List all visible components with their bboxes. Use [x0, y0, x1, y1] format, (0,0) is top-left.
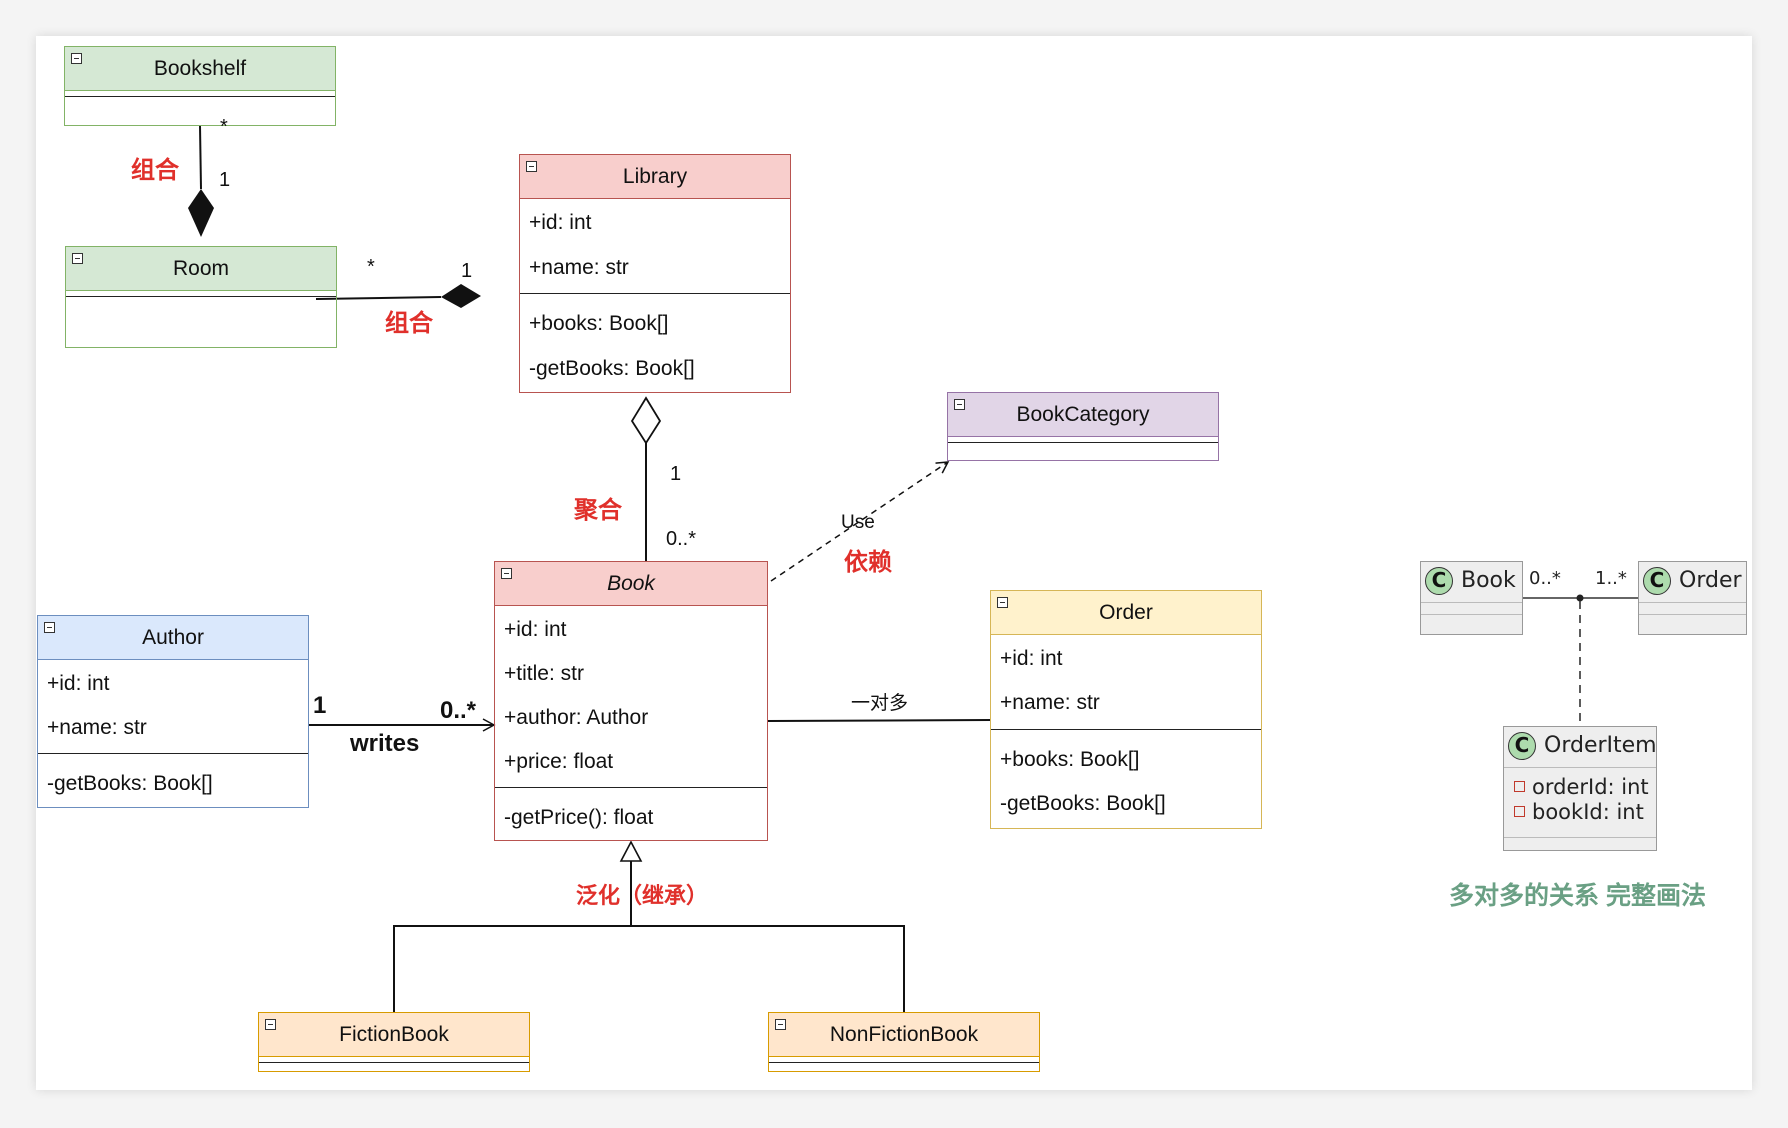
attribute: +id: int: [47, 672, 110, 695]
generalization-label: 泛化（继承）: [576, 883, 709, 908]
library-book-diamond: [630, 396, 662, 445]
class-divider: [66, 296, 336, 297]
private-field-icon: [1514, 805, 1525, 817]
class-name: Order: [1679, 568, 1742, 593]
generalization-arrowhead: [619, 840, 643, 862]
m2m-order-class[interactable]: C Order: [1638, 561, 1747, 635]
class-name: Bookshelf: [153, 56, 247, 80]
multiplicity-label: 1: [219, 169, 231, 191]
generalization-lines: [393, 861, 632, 1013]
m2m-book-class[interactable]: C Book: [1420, 561, 1523, 635]
multiplicity-label: 0..*: [666, 528, 697, 550]
class-name: FictionBook: [339, 1022, 449, 1046]
aggregation-label: 聚合: [574, 497, 622, 524]
class-name: Library: [622, 164, 688, 188]
book-class[interactable]: Book +id: int +title: str +author: Autho…: [494, 561, 768, 841]
multiplicity-label: 1: [670, 463, 682, 485]
class-name: BookCategory: [1016, 402, 1150, 426]
private-field-icon: [1514, 780, 1525, 792]
diagram-canvas: Bookshelf Room Library +id: int +name: s…: [36, 36, 1752, 1090]
class-divider: [1504, 837, 1656, 838]
collapse-toggle-icon[interactable]: [71, 53, 82, 64]
class-divider: [1639, 614, 1746, 615]
library-class[interactable]: Library +id: int +name: str +books: Book…: [519, 154, 791, 393]
dependency-stereotype: Use: [841, 512, 875, 533]
class-divider: [495, 787, 767, 788]
collapse-toggle-icon[interactable]: [72, 253, 83, 264]
collapse-toggle-icon[interactable]: [526, 161, 537, 172]
generalization-lines-right: [631, 925, 905, 1013]
attribute: bookId: int: [1514, 800, 1644, 824]
collapse-toggle-icon[interactable]: [954, 399, 965, 410]
attribute: +name: str: [47, 716, 147, 739]
room-library-diamond: [441, 284, 481, 308]
multiplicity-label: *: [220, 116, 228, 138]
method: -getPrice(): float: [504, 806, 654, 829]
composition-label: 组合: [131, 157, 179, 184]
many-to-many-caption: 多对多的关系 完整画法: [1449, 882, 1706, 910]
method: -getBooks: Book[]: [47, 772, 213, 795]
class-divider: [991, 729, 1261, 730]
class-name: Room: [172, 256, 230, 280]
attribute: +name: str: [529, 256, 629, 279]
attribute: +title: str: [504, 662, 584, 685]
collapse-toggle-icon[interactable]: [44, 622, 55, 633]
class-name: Book: [607, 571, 655, 595]
class-name: Book: [1461, 568, 1516, 593]
m2m-association-dot: [1576, 594, 1584, 602]
attribute: +price: float: [504, 750, 614, 773]
attribute: +id: int: [1000, 647, 1063, 670]
class-name: NonFictionBook: [829, 1022, 979, 1046]
composition-label: 组合: [385, 310, 433, 337]
multiplicity-label: 0..*: [1529, 568, 1561, 589]
multiplicity-label: 1..*: [1595, 568, 1627, 589]
collapse-toggle-icon[interactable]: [997, 597, 1008, 608]
bookshelf-room-line: [199, 125, 202, 190]
class-c-icon: C: [1425, 567, 1453, 595]
bookshelf-room-diamond: [188, 189, 214, 237]
method: +books: Book[]: [1000, 748, 1140, 771]
dependency-label: 依赖: [844, 549, 892, 576]
class-divider: [1421, 614, 1522, 615]
attribute: +id: int: [504, 618, 567, 641]
multiplicity-label: 1: [313, 692, 327, 719]
fictionbook-class[interactable]: FictionBook: [258, 1012, 530, 1072]
multiplicity-label: *: [367, 256, 375, 278]
class-divider: [38, 753, 308, 754]
author-class[interactable]: Author +id: int +name: str -getBooks: Bo…: [37, 615, 309, 808]
order-class[interactable]: Order +id: int +name: str +books: Book[]…: [990, 590, 1262, 829]
book-category-dependency-line: [770, 461, 950, 582]
class-name: Order: [1099, 600, 1153, 624]
attribute: orderId: int: [1514, 775, 1649, 799]
relationship-lines: [188, 125, 1638, 1013]
collapse-toggle-icon[interactable]: [265, 1019, 276, 1030]
class-c-icon: C: [1643, 567, 1671, 595]
class-divider: [520, 293, 790, 294]
class-divider: [948, 442, 1218, 443]
class-c-icon: C: [1508, 732, 1536, 760]
attribute: +author: Author: [504, 706, 649, 729]
class-name: OrderItem: [1544, 733, 1657, 758]
collapse-toggle-icon[interactable]: [775, 1019, 786, 1030]
association-label: 一对多: [851, 693, 909, 714]
class-divider: [65, 96, 335, 97]
bookshelf-class[interactable]: Bookshelf: [64, 46, 336, 126]
method: -getBooks: Book[]: [1000, 792, 1166, 815]
multiplicity-label: 1: [461, 260, 473, 282]
multiplicity-label: 0..*: [440, 697, 477, 724]
attribute: +id: int: [529, 211, 592, 234]
method: +books: Book[]: [529, 312, 669, 335]
association-label: writes: [350, 730, 420, 757]
m2m-orderitem-class[interactable]: C OrderItem orderId: int bookId: int: [1503, 726, 1657, 851]
room-class[interactable]: Room: [65, 246, 337, 348]
method: -getBooks: Book[]: [529, 357, 695, 380]
book-order-line: [767, 719, 992, 722]
class-name: Author: [142, 625, 204, 649]
collapse-toggle-icon[interactable]: [501, 568, 512, 579]
class-divider: [769, 1062, 1039, 1063]
attribute: +name: str: [1000, 691, 1100, 714]
class-divider: [259, 1062, 529, 1063]
bookcategory-class[interactable]: BookCategory: [947, 392, 1219, 461]
nonfictionbook-class[interactable]: NonFictionBook: [768, 1012, 1040, 1072]
